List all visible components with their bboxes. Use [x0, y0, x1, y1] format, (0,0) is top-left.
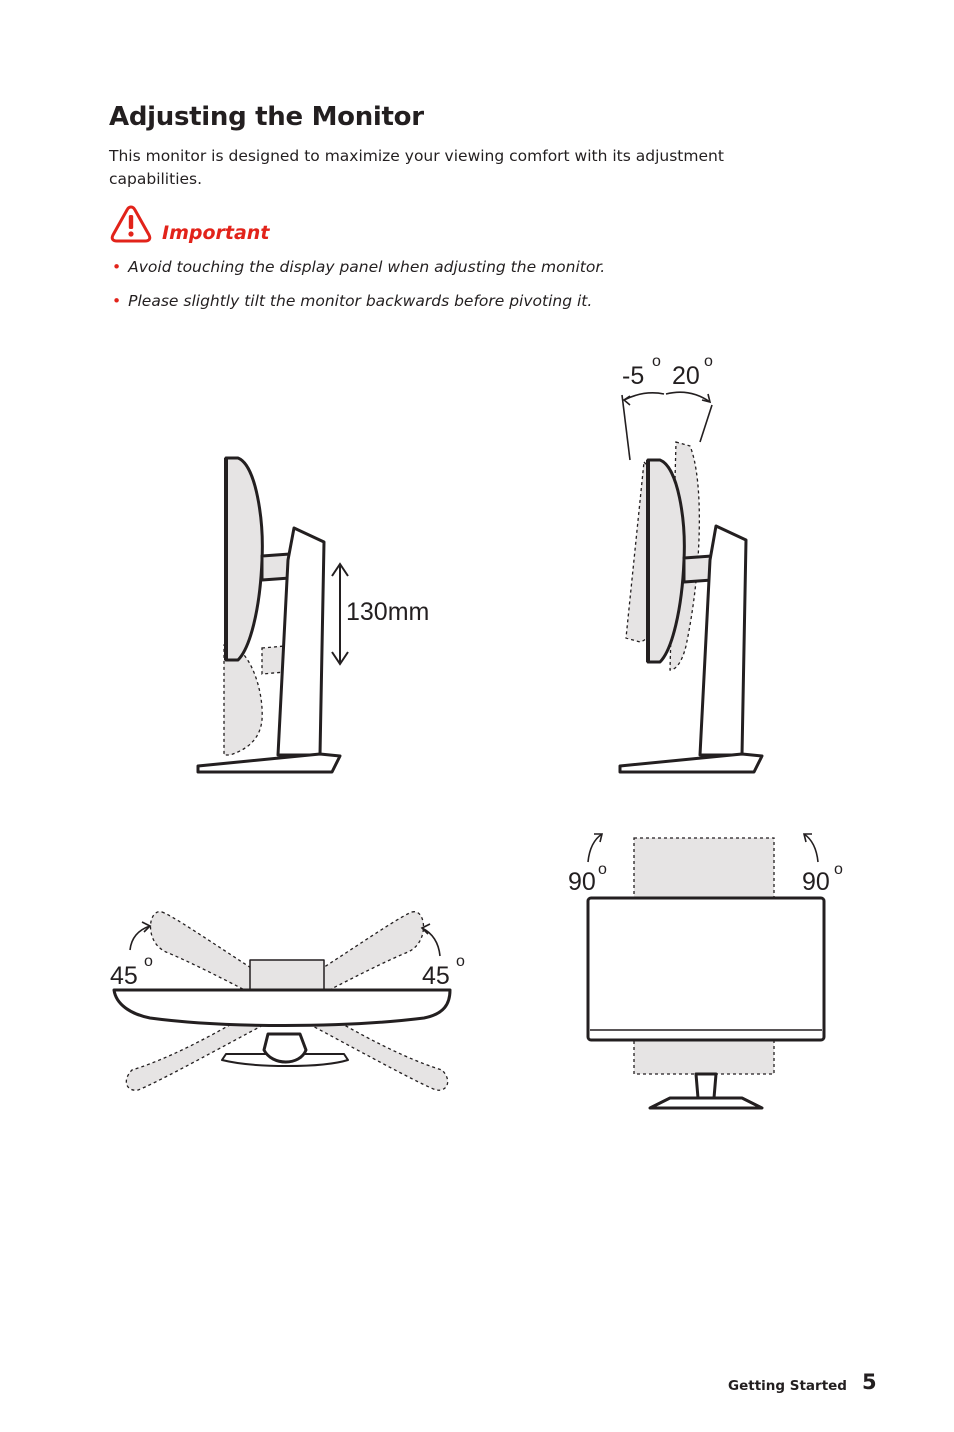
pivot-right-label: 90: [802, 868, 830, 896]
swivel-rotation-arrows: [129, 921, 441, 957]
swivel-right-label: 45: [422, 962, 450, 990]
monitor-front-view: [586, 896, 826, 1110]
height-arrow: [331, 562, 349, 666]
warning-icon: [110, 205, 152, 243]
degree-mark: o: [652, 353, 661, 370]
important-label: Important: [162, 222, 270, 244]
page-number: 5: [862, 1370, 877, 1394]
degree-mark: o: [598, 861, 607, 878]
degree-mark: o: [704, 353, 713, 370]
bullet-text: Avoid touching the display panel when ad…: [128, 258, 606, 276]
bullet-item: • Please slightly tilt the monitor backwa…: [112, 292, 592, 310]
swivel-illustration: 45 o 45 o: [110, 911, 465, 1091]
pivot-illustration: 90 o 90 o: [568, 833, 843, 1110]
bullet-dot: •: [112, 258, 122, 276]
height-adjustment-illustration: 130mm: [196, 456, 429, 774]
bullet-text: Please slightly tilt the monitor backwar…: [128, 292, 593, 310]
intro-paragraph: This monitor is designed to maximize you…: [109, 147, 724, 188]
tilt-illustration: -5 o 20 o: [618, 353, 764, 774]
monitor-side-view: [618, 458, 764, 774]
tilt-back-label: -5: [622, 362, 644, 390]
page-title: Adjusting the Monitor: [109, 102, 424, 132]
degree-mark: o: [834, 861, 843, 878]
tilt-forward-label: 20: [672, 362, 700, 390]
bullet-item: • Avoid touching the display panel when a…: [112, 258, 605, 276]
swivel-left-label: 45: [110, 962, 138, 990]
pivot-rotation-arrows: [587, 833, 819, 863]
degree-mark: o: [456, 953, 465, 970]
degree-mark: o: [144, 953, 153, 970]
monitor-top-view: [112, 959, 452, 1067]
tilt-arc-arrows: [621, 391, 713, 461]
pivot-left-label: 90: [568, 868, 596, 896]
monitor-side-view: [196, 456, 342, 774]
height-range-label: 130mm: [346, 598, 429, 626]
footer-section-label: Getting Started: [728, 1378, 847, 1394]
bullet-dot: •: [112, 292, 122, 310]
